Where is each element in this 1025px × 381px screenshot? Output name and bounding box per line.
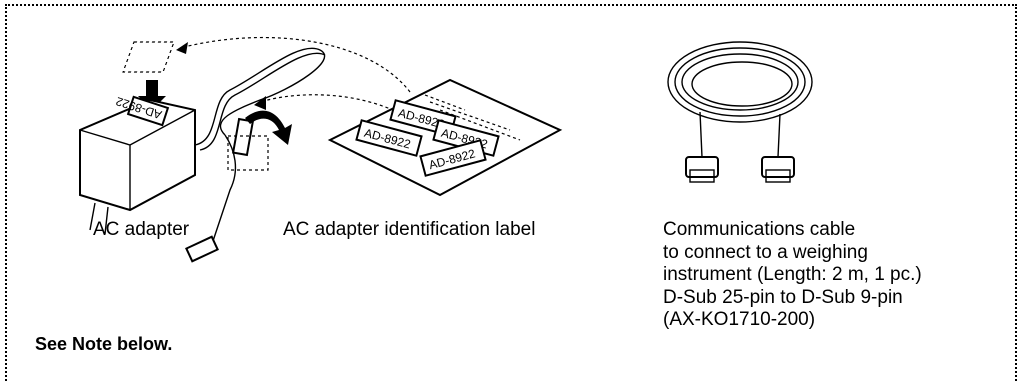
communications-cable-illustration bbox=[667, 41, 813, 183]
ac-adapter-illustration: AD-8922 bbox=[79, 41, 326, 263]
note-text: See Note below. bbox=[35, 334, 173, 354]
caption-identification-label: AC adapter identification label bbox=[283, 219, 536, 240]
label-arrows bbox=[176, 36, 421, 126]
caption-line: Communications cable bbox=[663, 219, 856, 240]
identification-label-sheet: AD-8922 AD-8922 AD-8922 AD-8922 bbox=[327, 78, 563, 197]
dotted-frame bbox=[5, 4, 1017, 381]
caption-line: (AX-KO1710-200) bbox=[663, 309, 816, 330]
caption-ac-adapter: AC adapter bbox=[93, 219, 190, 240]
caption-line: D-Sub 25-pin to D-Sub 9-pin bbox=[663, 286, 903, 308]
caption-communications-cable: Communications cable to connect to a wei… bbox=[663, 219, 922, 332]
caption-line: to connect to a weighing bbox=[663, 241, 868, 263]
caption-line: instrument (Length: 2 m, 1 pc.) bbox=[663, 264, 922, 285]
